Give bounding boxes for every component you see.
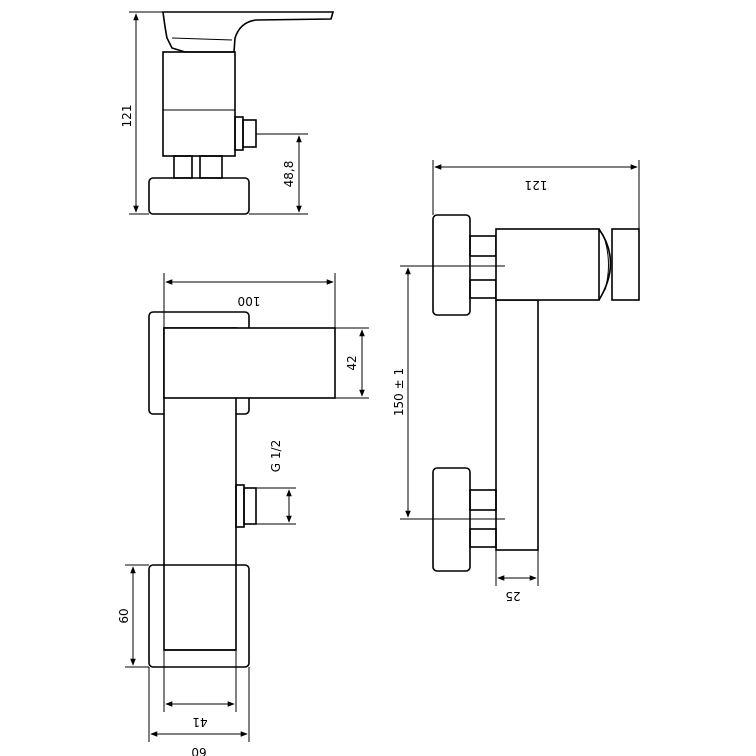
front-view: 100 42 G 1/2 60 41 60 xyxy=(117,273,369,756)
dim-front-100: 100 xyxy=(238,294,261,308)
dim-front-thread: G 1/2 xyxy=(269,440,283,472)
side-lever xyxy=(598,228,612,301)
dim-top-48-8: 48,8 xyxy=(282,161,296,188)
side-head xyxy=(495,228,600,301)
front-outlet-fitting xyxy=(235,484,245,528)
dim-side-121: 121 xyxy=(525,178,548,192)
side-upper-escutcheon xyxy=(432,214,471,316)
top-base xyxy=(148,177,250,215)
dim-side-25: 25 xyxy=(505,589,520,603)
dim-front-60-height: 60 xyxy=(117,608,131,623)
side-body xyxy=(495,299,539,551)
dim-front-42: 42 xyxy=(345,355,359,370)
dim-front-41: 41 xyxy=(192,715,207,729)
top-view: 121 48,8 xyxy=(120,11,335,215)
front-base xyxy=(148,564,250,668)
dim-side-150: 150 ± 1 xyxy=(392,368,406,416)
side-view: 121 150 ± 1 25 xyxy=(392,160,640,603)
top-body xyxy=(162,51,236,157)
side-lever-block xyxy=(611,228,640,301)
dim-top-121: 121 xyxy=(120,105,134,128)
top-lever xyxy=(162,11,335,53)
front-lever xyxy=(163,327,336,399)
top-outlet-fitting xyxy=(234,116,244,151)
dim-front-60-width: 60 xyxy=(191,745,206,756)
